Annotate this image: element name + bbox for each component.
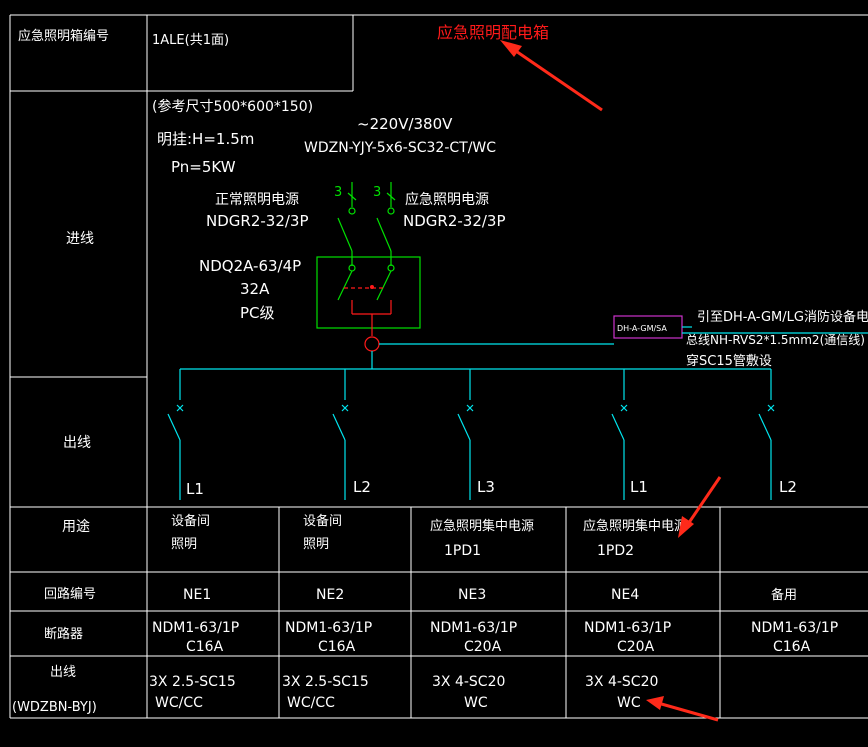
circuit-col2: NE2 <box>316 587 344 603</box>
annotation-arrows <box>500 40 722 722</box>
incoming-breakers: 3 3 <box>334 182 396 272</box>
usage-col4-line1: 应急照明集中电源 <box>583 518 687 534</box>
outlet-col3-cable: 3X 4-SC20 <box>432 674 505 690</box>
frame-lines <box>9 14 868 719</box>
feeder-branch-3 <box>457 369 474 500</box>
breaker-col2-model: NDM1-63/1P <box>285 620 372 636</box>
outlet-col3-method: WC <box>464 695 488 711</box>
circuit-row-label: 回路编号 <box>44 586 96 602</box>
outlet-row-label: 出线 <box>50 665 76 680</box>
arrow-to-title <box>500 40 603 112</box>
breaker-col1-rating: C16A <box>186 639 224 655</box>
outgoing-line-5: L2 <box>779 478 797 496</box>
usage-col2-line2: 照明 <box>303 537 329 552</box>
usage-col1-line2: 照明 <box>171 537 197 552</box>
emergency-source-model: NDGR2-32/3P <box>403 212 506 230</box>
emergency-source-label: 应急照明电源 <box>405 191 489 208</box>
circuit-col5: 备用 <box>771 587 797 603</box>
outgoing-line-1: L1 <box>186 480 204 498</box>
fire-link-cable: 总线NH-RVS2*1.5mm2(通信线) <box>686 333 865 347</box>
feeder-branch-5 <box>758 369 775 500</box>
breaker-col2-rating: C16A <box>318 639 356 655</box>
pole-mark-emergency: 3 <box>373 185 381 200</box>
incoming-section-label: 进线 <box>66 231 94 247</box>
outlet-col2-cable: 3X 2.5-SC15 <box>282 674 369 690</box>
mount-height: 明挂:H=1.5m <box>157 130 254 148</box>
breaker-col4-rating: C20A <box>617 639 655 655</box>
breaker-col3-model: NDM1-63/1P <box>430 620 517 636</box>
outlet-col1-cable: 3X 2.5-SC15 <box>149 674 236 690</box>
circuit-col1: NE1 <box>183 587 211 603</box>
circuit-col4: NE4 <box>611 587 639 603</box>
arrow-to-1pd2 <box>678 476 722 538</box>
ats-current: 32A <box>240 280 270 298</box>
outgoing-line-2: L2 <box>353 478 371 496</box>
breaker-col5-model: NDM1-63/1P <box>751 620 838 636</box>
outlet-row-sublabel: (WDZBN-BYJ) <box>12 700 97 715</box>
arrow-to-wc <box>646 696 719 722</box>
ats-switch <box>316 256 421 352</box>
fire-link-target: 引至DH-A-GM/LG消防设备电源 <box>697 309 868 325</box>
usage-row-label: 用途 <box>62 518 90 535</box>
breaker-col5-rating: C16A <box>773 639 811 655</box>
outgoing-feeders <box>167 369 775 500</box>
normal-source-label: 正常照明电源 <box>215 192 299 208</box>
box-number-label: 应急照明箱编号 <box>18 28 109 44</box>
usage-col4-line2: 1PD2 <box>597 543 634 559</box>
usage-col3-line1: 应急照明集中电源 <box>430 518 534 534</box>
usage-col3-line2: 1PD1 <box>444 543 481 559</box>
outgoing-section-label: 出线 <box>63 435 91 451</box>
incoming-cable: WDZN-YJY-5x6-SC32-CT/WC <box>304 140 496 156</box>
size-note: (参考尺寸500*600*150) <box>152 98 313 115</box>
outlet-col4-method: WC <box>617 695 641 711</box>
ats-model: NDQ2A-63/4P <box>199 257 301 275</box>
outlet-col4-cable: 3X 4-SC20 <box>585 674 658 690</box>
pole-mark-normal: 3 <box>334 185 342 200</box>
fire-link-conduit: 穿SC15管敷设 <box>686 353 772 369</box>
diagram-title: 应急照明配电箱 <box>437 23 549 42</box>
box-number-value: 1ALE(共1面) <box>152 33 229 48</box>
outgoing-line-4: L1 <box>630 478 648 496</box>
normal-source-model: NDGR2-32/3P <box>206 212 309 230</box>
breaker-col1-model: NDM1-63/1P <box>152 620 239 636</box>
supply-voltage: ~220V/380V <box>357 115 453 133</box>
outlet-col1-method: WC/CC <box>155 695 203 711</box>
breaker-col3-rating: C20A <box>464 639 502 655</box>
ats-class: PC级 <box>240 304 275 322</box>
feeder-branch-2 <box>332 369 349 500</box>
feeder-branch-1 <box>167 369 184 500</box>
outgoing-line-3: L3 <box>477 478 495 496</box>
outlet-col2-method: WC/CC <box>287 695 335 711</box>
fire-module-label: DH-A-GM/SA <box>617 324 667 333</box>
circuit-col3: NE3 <box>458 587 486 603</box>
bus-wiring <box>180 326 868 370</box>
breaker-col4-model: NDM1-63/1P <box>584 620 671 636</box>
usage-col1-line1: 设备间 <box>171 513 210 529</box>
feeder-branch-4 <box>611 369 628 500</box>
usage-col2-line1: 设备间 <box>303 513 342 529</box>
rated-power: Pn=5KW <box>171 158 236 176</box>
breaker-row-label: 断路器 <box>44 626 83 642</box>
